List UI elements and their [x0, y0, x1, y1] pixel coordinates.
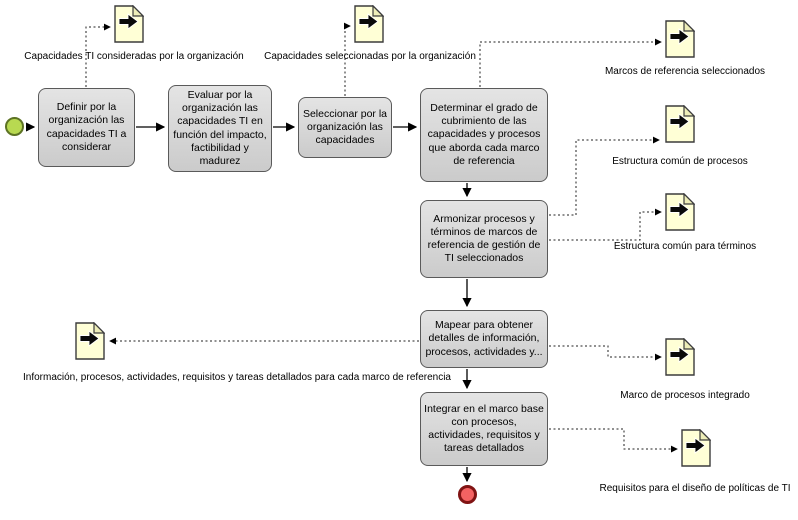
- document-arrow-icon: [665, 105, 695, 143]
- document-arrow-icon: [354, 5, 384, 43]
- document-arrow-icon: [665, 338, 695, 376]
- document-arrow-icon: [75, 322, 105, 360]
- end-event-icon: [458, 485, 477, 504]
- data-association-mapear-marco-integrado: [549, 345, 662, 361]
- data-object-label-estructura-terminos: Estructura común para términos: [613, 241, 757, 252]
- task-definir-capacidades: Definir por la organización las capacida…: [38, 88, 135, 167]
- document-arrow-icon: [665, 20, 695, 58]
- data-object-capacidades-consideradas: [114, 5, 144, 43]
- data-object-label-informacion-detallada: Información, procesos, actividades, requ…: [22, 372, 451, 383]
- task-armonizar-procesos: Armonizar procesos y términos de marcos …: [420, 200, 548, 278]
- data-association-definir-capacidades-consideradas: [85, 23, 111, 87]
- data-object-marcos-referencia: [665, 20, 695, 58]
- task-seleccionar-capacidades: Seleccionar por la organización las capa…: [298, 97, 392, 158]
- data-object-label-marcos-referencia: Marcos de referencia seleccionados: [604, 66, 766, 77]
- data-object-informacion-detallada: [75, 322, 105, 360]
- data-object-label-marco-integrado: Marco de procesos integrado: [620, 390, 750, 401]
- document-arrow-icon: [114, 5, 144, 43]
- data-object-estructura-terminos: [665, 193, 695, 231]
- data-association-determinar-marcos-referencia: [479, 38, 662, 87]
- data-object-label-estructura-procesos: Estructura común de procesos: [612, 156, 748, 167]
- data-object-estructura-procesos: [665, 105, 695, 143]
- start-event-icon: [5, 117, 24, 136]
- task-integrar-marco-base: Integrar en el marco base con procesos, …: [420, 392, 548, 466]
- data-association-armonizar-estructura-procesos: [549, 136, 660, 216]
- data-object-label-requisitos-politicas: Requisitos para el diseño de políticas d…: [599, 483, 791, 494]
- data-object-marco-integrado: [665, 338, 695, 376]
- data-object-capacidades-seleccionadas: [354, 5, 384, 43]
- data-object-label-capacidades-consideradas: Capacidades TI consideradas por la organ…: [24, 51, 244, 62]
- task-mapear-detalles: Mapear para obtener detalles de informac…: [420, 310, 548, 368]
- task-evaluar-capacidades: Evaluar por la organización las capacida…: [168, 85, 272, 172]
- data-association-armonizar-estructura-terminos: [549, 208, 662, 241]
- data-object-label-capacidades-seleccionadas: Capacidades seleccionadas por la organiz…: [264, 51, 476, 62]
- data-association-seleccionar-capacidades-seleccionadas: [343, 22, 351, 96]
- data-association-integrar-requisitos-politicas: [549, 428, 678, 453]
- document-arrow-icon: [681, 429, 711, 467]
- task-determinar-cubrimiento: Determinar el grado de cubrimiento de la…: [420, 88, 548, 182]
- data-object-requisitos-politicas: [681, 429, 711, 467]
- document-arrow-icon: [665, 193, 695, 231]
